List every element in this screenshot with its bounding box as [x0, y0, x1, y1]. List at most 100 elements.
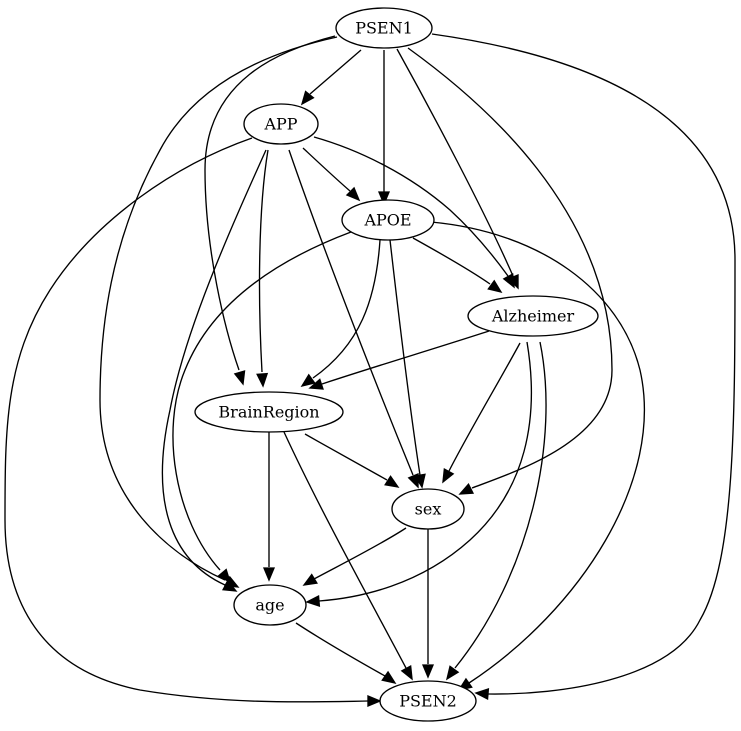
edge-alzheimer-to-sex — [442, 342, 521, 484]
edge-arrowhead — [400, 664, 413, 681]
node-sex[interactable]: sex — [391, 488, 465, 530]
node-age[interactable]: age — [233, 584, 307, 626]
edge-app-to-psen2 — [4, 137, 382, 708]
node-label: Alzheimer — [491, 307, 575, 326]
edge-apoe-to-alzheimer — [412, 237, 503, 294]
edges-layer — [4, 33, 736, 708]
edge-psen1-to-app — [300, 49, 362, 106]
edge-arrowhead — [502, 272, 515, 289]
node-alzheimer[interactable]: Alzheimer — [467, 295, 599, 337]
edge-arrowhead — [308, 378, 324, 390]
edge-line — [321, 330, 490, 385]
edge-brainregion-to-sex — [304, 433, 400, 488]
edge-line — [304, 433, 388, 481]
edge-brainregion-to-psen2 — [283, 431, 413, 681]
edge-arrowhead — [233, 370, 246, 386]
edge-line — [313, 136, 509, 277]
edge-arrowhead — [367, 694, 382, 708]
edge-line — [99, 36, 338, 581]
node-label: sex — [415, 500, 442, 519]
edge-age-to-psen2 — [295, 622, 397, 685]
edge-arrowhead — [300, 90, 315, 106]
node-ellipse — [379, 680, 477, 722]
edge-psen1-to-psen2 — [431, 33, 736, 701]
edge-line — [295, 622, 386, 677]
edge-arrowhead — [345, 186, 361, 202]
edge-arrowhead — [302, 573, 318, 586]
edge-arrowhead — [384, 475, 400, 488]
edge-line — [283, 431, 407, 669]
edge-sex-to-age — [302, 527, 407, 586]
edge-line — [4, 137, 369, 703]
edge-line — [389, 239, 421, 476]
edge-psen1-to-alzheimer — [396, 48, 519, 290]
edge-arrowhead — [262, 567, 276, 582]
node-ellipse — [467, 295, 599, 337]
edge-arrowhead — [413, 473, 426, 489]
edge-arrowhead — [474, 688, 490, 701]
node-ellipse — [391, 488, 465, 530]
edge-alzheimer-to-brainregion — [308, 330, 490, 390]
edge-arrowhead — [217, 568, 232, 584]
edge-arrowhead — [305, 594, 321, 607]
node-brainregion[interactable]: BrainRegion — [194, 391, 344, 433]
node-app[interactable]: APP — [243, 103, 319, 145]
edge-line — [258, 149, 269, 373]
edge-apoe-to-psen2 — [430, 221, 645, 692]
edge-arrowhead — [221, 579, 238, 592]
node-label: PSEN2 — [399, 692, 457, 711]
edge-app-to-brainregion — [256, 149, 269, 388]
edge-line — [396, 48, 514, 277]
edge-line — [172, 231, 352, 571]
edge-arrowhead — [487, 279, 503, 294]
edge-app-to-apoe — [302, 147, 361, 202]
edge-line — [313, 527, 407, 580]
edge-arrowhead — [381, 670, 397, 685]
edge-apoe-to-sex — [389, 239, 426, 489]
edge-line — [161, 149, 267, 586]
edge-apoe-to-age — [172, 231, 352, 584]
node-ellipse — [335, 7, 433, 49]
edge-arrowhead — [445, 665, 460, 681]
edge-psen1-to-brainregion — [204, 35, 336, 386]
node-label: APP — [263, 115, 297, 134]
edge-sex-to-psen2 — [421, 529, 435, 679]
edge-app-to-age — [161, 149, 267, 592]
node-ellipse — [341, 199, 435, 241]
edge-line — [454, 341, 547, 669]
edge-alzheimer-to-age — [305, 341, 533, 607]
edge-line — [318, 341, 533, 602]
edge-line — [412, 237, 491, 285]
edge-arrowhead — [256, 372, 269, 388]
node-psen2[interactable]: PSEN2 — [379, 680, 477, 722]
edge-psen1-to-apoe — [377, 50, 391, 206]
edge-line — [448, 342, 521, 472]
node-psen1[interactable]: PSEN1 — [335, 7, 433, 49]
edge-arrowhead — [377, 191, 391, 206]
node-apoe[interactable]: APOE — [341, 199, 435, 241]
edge-line — [309, 49, 362, 95]
edge-apoe-to-brainregion — [300, 239, 381, 388]
edge-arrowhead — [300, 373, 316, 388]
edge-line — [312, 239, 381, 379]
edge-brainregion-to-age — [262, 432, 276, 582]
edge-line — [302, 147, 351, 192]
edge-line — [407, 47, 613, 489]
node-ellipse — [243, 103, 319, 145]
node-ellipse — [194, 391, 344, 433]
node-label: APOE — [363, 211, 411, 230]
edge-app-to-alzheimer — [313, 136, 515, 289]
node-label: age — [255, 596, 284, 615]
node-label: BrainRegion — [218, 403, 319, 422]
edge-line — [288, 149, 414, 476]
node-label: PSEN1 — [355, 19, 413, 38]
edge-line — [430, 221, 645, 684]
edge-line — [204, 35, 336, 371]
edge-line — [431, 33, 736, 695]
node-ellipse — [233, 584, 307, 626]
edge-arrowhead — [442, 467, 455, 484]
edge-psen1-to-sex — [407, 47, 613, 495]
edge-arrowhead — [421, 664, 435, 679]
